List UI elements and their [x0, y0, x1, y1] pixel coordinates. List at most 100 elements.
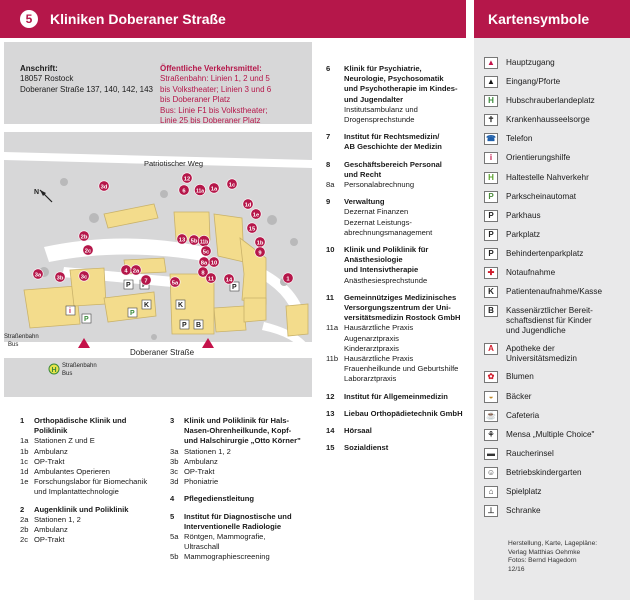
list-item-label: Ambulanz	[34, 525, 68, 535]
building-marker[interactable]: 5b	[188, 234, 200, 246]
building-marker-label: 3a	[35, 272, 42, 278]
building-marker-label: 2b	[81, 234, 88, 240]
building-marker-label: 13	[179, 237, 186, 243]
building-marker[interactable]: 11	[205, 272, 217, 284]
building-marker[interactable]: 3c	[78, 270, 90, 282]
list-item-label: OP-Trakt	[34, 456, 65, 466]
compass: N	[34, 189, 53, 203]
list-item-number: 11	[326, 292, 335, 302]
list-item-label: Dezernat Finanzen	[344, 207, 409, 217]
map-parking-1: P	[123, 279, 134, 290]
credit-line: 12/16	[508, 565, 525, 573]
building-marker[interactable]: 2a	[130, 264, 142, 276]
building-marker-label: 15	[249, 226, 256, 232]
legend-label: Telefon	[506, 134, 533, 144]
building-marker-label: 5b	[191, 238, 198, 244]
svg-text:B: B	[196, 322, 201, 329]
legend-item: ▲Hauptzugang	[484, 57, 624, 69]
building-marker[interactable]: 1e	[250, 208, 262, 220]
list-item-number: 2a	[20, 514, 29, 524]
building-marker[interactable]: 7	[140, 274, 152, 286]
building-marker[interactable]: 2c	[82, 244, 94, 256]
list-item: und Psychotherapie im Kindes-	[326, 84, 466, 94]
building-marker[interactable]: 13	[176, 233, 188, 245]
road-internal-4	[262, 322, 312, 354]
building-marker[interactable]: 6	[178, 184, 190, 196]
building-marker[interactable]: 1c	[226, 178, 238, 190]
list-item: und Recht	[326, 170, 466, 180]
legend-item: ☺Betriebskindergarten	[484, 466, 624, 479]
list-item-label: Geschäftsbereich Personal	[344, 159, 442, 169]
building-marker-label: 2a	[133, 268, 140, 274]
list-item-number: 3	[170, 416, 175, 425]
building-marker[interactable]: 1	[282, 272, 294, 284]
phone-icon: ☎	[484, 133, 498, 146]
main-entrance-marker-2	[202, 338, 214, 348]
building-marker[interactable]: 5c	[200, 245, 212, 257]
legend-label: Schranke	[506, 506, 541, 516]
list-item-label: Hausärztliche Praxis	[344, 354, 414, 364]
building-marker-label: 9	[258, 250, 262, 256]
list-item-label: Dezernat Leistungs-	[344, 217, 412, 227]
building-marker[interactable]: 2b	[78, 230, 90, 242]
list-item-label: Orthopädische Klinik und	[34, 416, 127, 425]
list-item-number: 5b	[170, 552, 179, 562]
list-item-number	[20, 426, 34, 436]
building-marker[interactable]: 8a	[198, 256, 210, 268]
road-patriotischer-weg	[4, 152, 312, 168]
list-item-label: Forschungslabor für Biomechanik	[34, 477, 148, 487]
building-marker[interactable]: 12	[181, 172, 193, 184]
list-item: Dezernat Finanzen	[326, 207, 466, 217]
list-item-number: 1d	[20, 467, 29, 477]
transit-line: Bus: Linie F1 bis Volkstheater;	[160, 105, 268, 115]
list-item-label: Drogensprechstunde	[344, 115, 415, 125]
list-item-number	[326, 74, 344, 84]
building-marker[interactable]: 1d	[242, 198, 254, 210]
credit-line: Herstellung, Karte, Lagepläne:	[508, 540, 598, 547]
building-marker[interactable]: 5a	[169, 276, 181, 288]
list-item-label: Laborarztpraxis	[344, 374, 397, 384]
building-marker-label: 10	[211, 260, 217, 266]
list-item-label: Klinik und Poliklinik für Hals-	[184, 416, 290, 425]
location-number-badge: 5	[20, 10, 38, 28]
road-upper	[4, 124, 312, 132]
building-marker[interactable]: 4	[120, 264, 132, 276]
list-item: Kinderarztpraxis	[326, 344, 466, 354]
legend-item: ▲Eingang/Pforte	[484, 76, 624, 89]
list-item-label: und Intensivtherapie	[344, 265, 419, 275]
building-marker-label: 1a	[211, 186, 218, 192]
building-marker[interactable]: 10	[208, 256, 220, 268]
building-6	[173, 211, 211, 241]
building-marker[interactable]: 3d	[98, 180, 110, 192]
building-marker[interactable]: 3b	[54, 271, 66, 283]
list-item-label: Liebau Orthopädietechnik GmbH	[344, 408, 463, 418]
building-marker[interactable]: 1a	[208, 182, 220, 194]
building-marker[interactable]: 14	[223, 273, 235, 285]
helipad-icon: H	[484, 95, 498, 108]
building-marker-label: 12	[184, 176, 190, 182]
building-marker[interactable]: 8	[197, 266, 209, 278]
building-marker[interactable]: 15	[246, 222, 258, 234]
list-item-number	[326, 303, 344, 313]
list-item-label: OP-Trakt	[34, 535, 65, 545]
transit-line: bis Doberaner Platz	[160, 95, 231, 105]
building-marker[interactable]: 11b	[198, 235, 210, 247]
building-marker[interactable]: 11a	[194, 184, 206, 196]
building-marker-label: 4	[124, 268, 128, 274]
legend-label: Notaufnahme	[506, 268, 556, 278]
list-item-label: Verwaltung	[344, 197, 385, 207]
building-marker[interactable]: 9	[254, 246, 266, 258]
building-marker[interactable]: 3a	[32, 268, 44, 280]
building-marker[interactable]: 1b	[254, 236, 266, 248]
